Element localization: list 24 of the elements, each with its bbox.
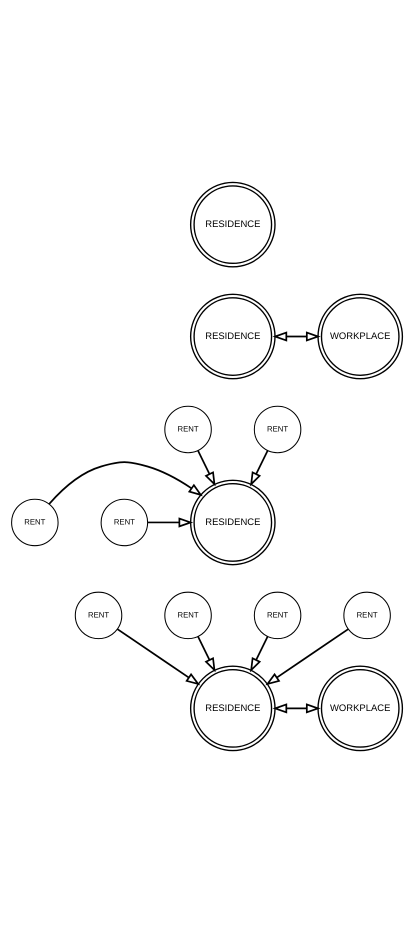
arrow [48, 460, 203, 504]
arrow [117, 628, 200, 685]
arrow [250, 450, 268, 486]
node-circle: RENT [164, 591, 212, 639]
node-circle: RENT [343, 591, 391, 639]
node-circle: RENT [254, 591, 302, 639]
node-circle: RENT [74, 591, 122, 639]
node-circle: RENT [254, 405, 302, 453]
node-circle: WORKPLACE [317, 293, 404, 379]
node-circle: WORKPLACE [317, 665, 404, 751]
arrow [272, 330, 321, 342]
arrow [272, 702, 321, 713]
node-circle: RENT [11, 498, 59, 546]
node-circle: RENT [164, 405, 212, 453]
arrow [148, 516, 194, 528]
arrow [197, 636, 216, 672]
node-circle: RESIDENCE [190, 181, 276, 267]
arrow [197, 450, 216, 486]
node-circle: RESIDENCE [190, 293, 276, 379]
arrow [265, 628, 349, 685]
arrow [250, 636, 268, 672]
node-circle: RESIDENCE [190, 479, 276, 565]
node-circle: RENT [100, 498, 148, 546]
node-circle: RESIDENCE [190, 665, 276, 751]
